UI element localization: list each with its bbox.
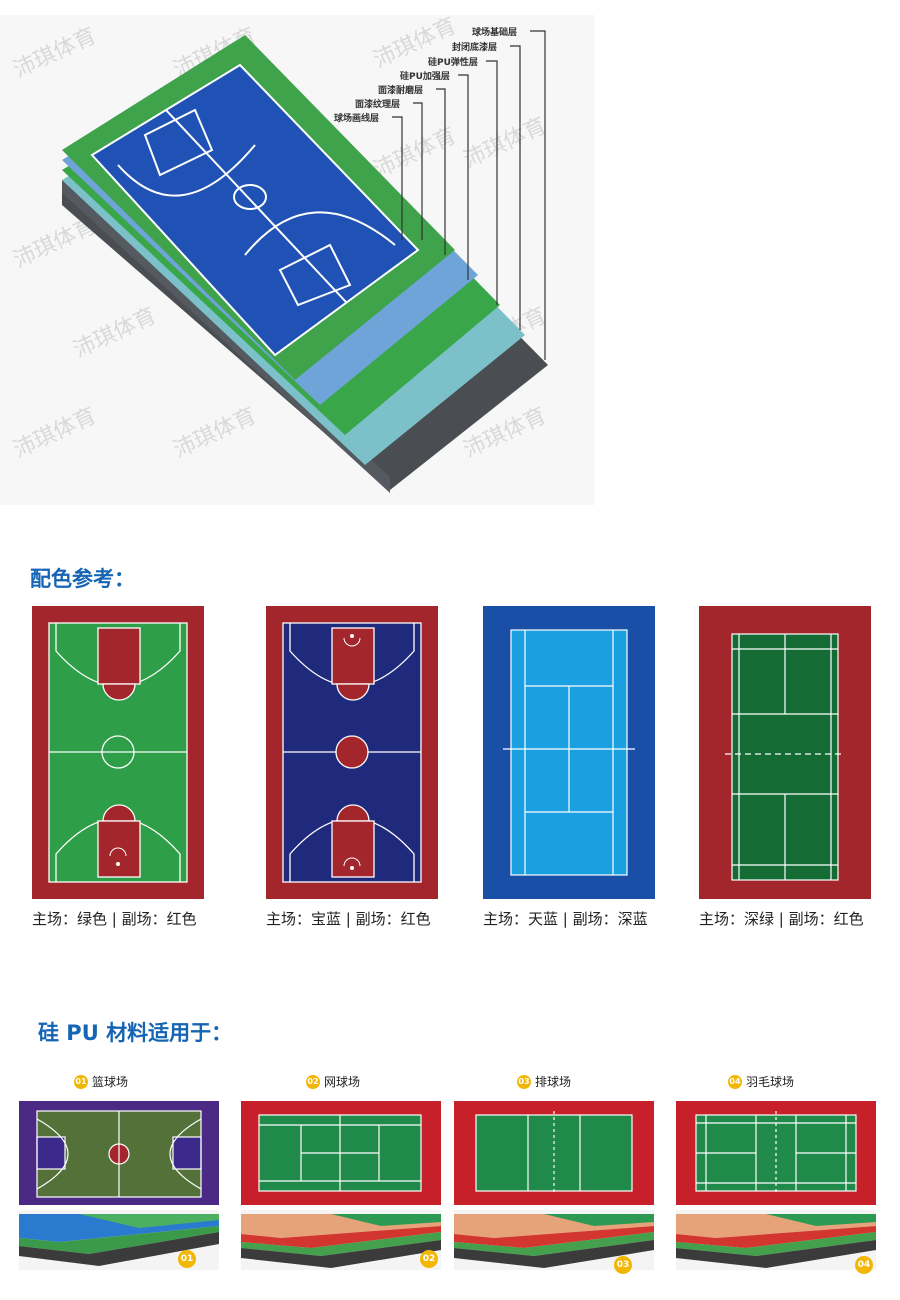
sport-label-volleyball: 03 排球场 — [517, 1073, 571, 1090]
sport-label-text: 排球场 — [535, 1075, 572, 1089]
court-blue-red — [266, 606, 438, 899]
court-layers-illustration — [62, 35, 548, 493]
number-badge: 02 — [306, 1074, 320, 1089]
sport-label-text: 羽毛球场 — [746, 1075, 795, 1089]
court-green-red — [32, 606, 204, 899]
court-caption: 主场：宝蓝 | 副场：红色 — [266, 910, 431, 928]
court-caption: 主场：深绿 | 副场：红色 — [699, 910, 864, 928]
court-caption: 主场：天蓝 | 副场：深蓝 — [483, 910, 648, 928]
number-badge: 01 — [74, 1074, 88, 1089]
sample-cross-section-2 — [241, 1210, 441, 1270]
number-badge: 04 — [728, 1074, 742, 1089]
badminton-court-photo — [676, 1101, 876, 1205]
layer-label: 面漆纹理层 — [355, 100, 401, 110]
sample-cross-section-3 — [454, 1210, 654, 1270]
court-caption: 主场：绿色 | 副场：红色 — [32, 910, 197, 928]
number-badge: 04 — [855, 1256, 873, 1274]
basketball-court-photo — [19, 1101, 219, 1205]
layer-label: 封闭底漆层 — [452, 43, 498, 53]
number-badge: 03 — [517, 1074, 531, 1089]
leader-lines — [392, 30, 546, 360]
layer-diagram: 沛琪体育 沛琪体育 沛琪体育 沛琪体育 沛琪体育 沛琪体育 沛琪体育 沛琪体育 … — [0, 15, 595, 505]
layer-label: 硅PU弹性层 — [428, 58, 478, 68]
sample-cross-section-4 — [676, 1210, 876, 1270]
sport-label-basketball: 01 篮球场 — [74, 1073, 128, 1090]
layer-label: 球场画线层 — [334, 114, 380, 124]
usage-section-title: 硅 PU 材料适用于： — [38, 1021, 233, 1045]
court-darkgreen-red — [699, 606, 871, 899]
number-badge: 03 — [614, 1256, 632, 1274]
sport-label-tennis: 02 网球场 — [306, 1073, 360, 1090]
number-badge: 02 — [420, 1250, 438, 1268]
layer-label: 硅PU加强层 — [400, 72, 450, 82]
sport-label-text: 篮球场 — [92, 1075, 129, 1089]
layer-label: 球场基础层 — [472, 28, 518, 38]
sport-label-badminton: 04 羽毛球场 — [728, 1073, 794, 1090]
number-badge: 01 — [178, 1250, 196, 1268]
tennis-court-photo — [241, 1101, 441, 1205]
color-section-title: 配色参考： — [30, 567, 135, 591]
volleyball-court-photo — [454, 1101, 654, 1205]
court-skyblue-deepblue — [483, 606, 655, 899]
layer-label: 面漆耐磨层 — [378, 86, 424, 96]
sport-label-text: 网球场 — [324, 1075, 361, 1089]
